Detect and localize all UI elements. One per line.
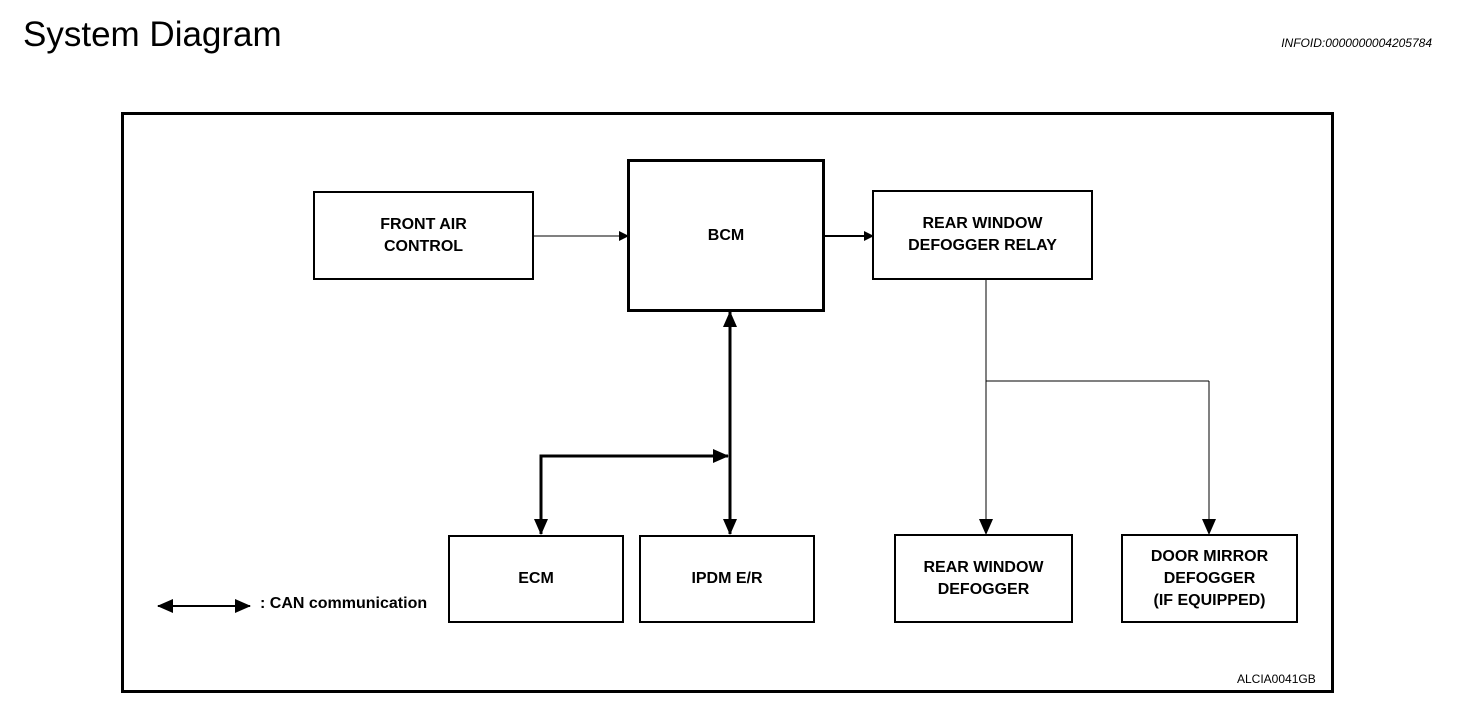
info-id: INFOID:0000000004205784 [1281,36,1432,50]
block-front-air-control: FRONT AIR CONTROL [313,191,534,280]
diagram-frame [121,112,1334,693]
block-bcm: BCM [627,159,825,312]
block-rear-window-defogger-relay: REAR WINDOW DEFOGGER RELAY [872,190,1093,280]
block-ecm: ECM [448,535,624,623]
block-door-mirror-defogger: DOOR MIRROR DEFOGGER (IF EQUIPPED) [1121,534,1298,623]
page-title: System Diagram [23,15,282,54]
block-rear-window-defogger: REAR WINDOW DEFOGGER [894,534,1073,623]
block-ipdm-er: IPDM E/R [639,535,815,623]
legend-can-label: : CAN communication [260,595,428,612]
can-line-ecm [534,449,729,535]
figure-id: ALCIA0041GB [1237,672,1316,686]
